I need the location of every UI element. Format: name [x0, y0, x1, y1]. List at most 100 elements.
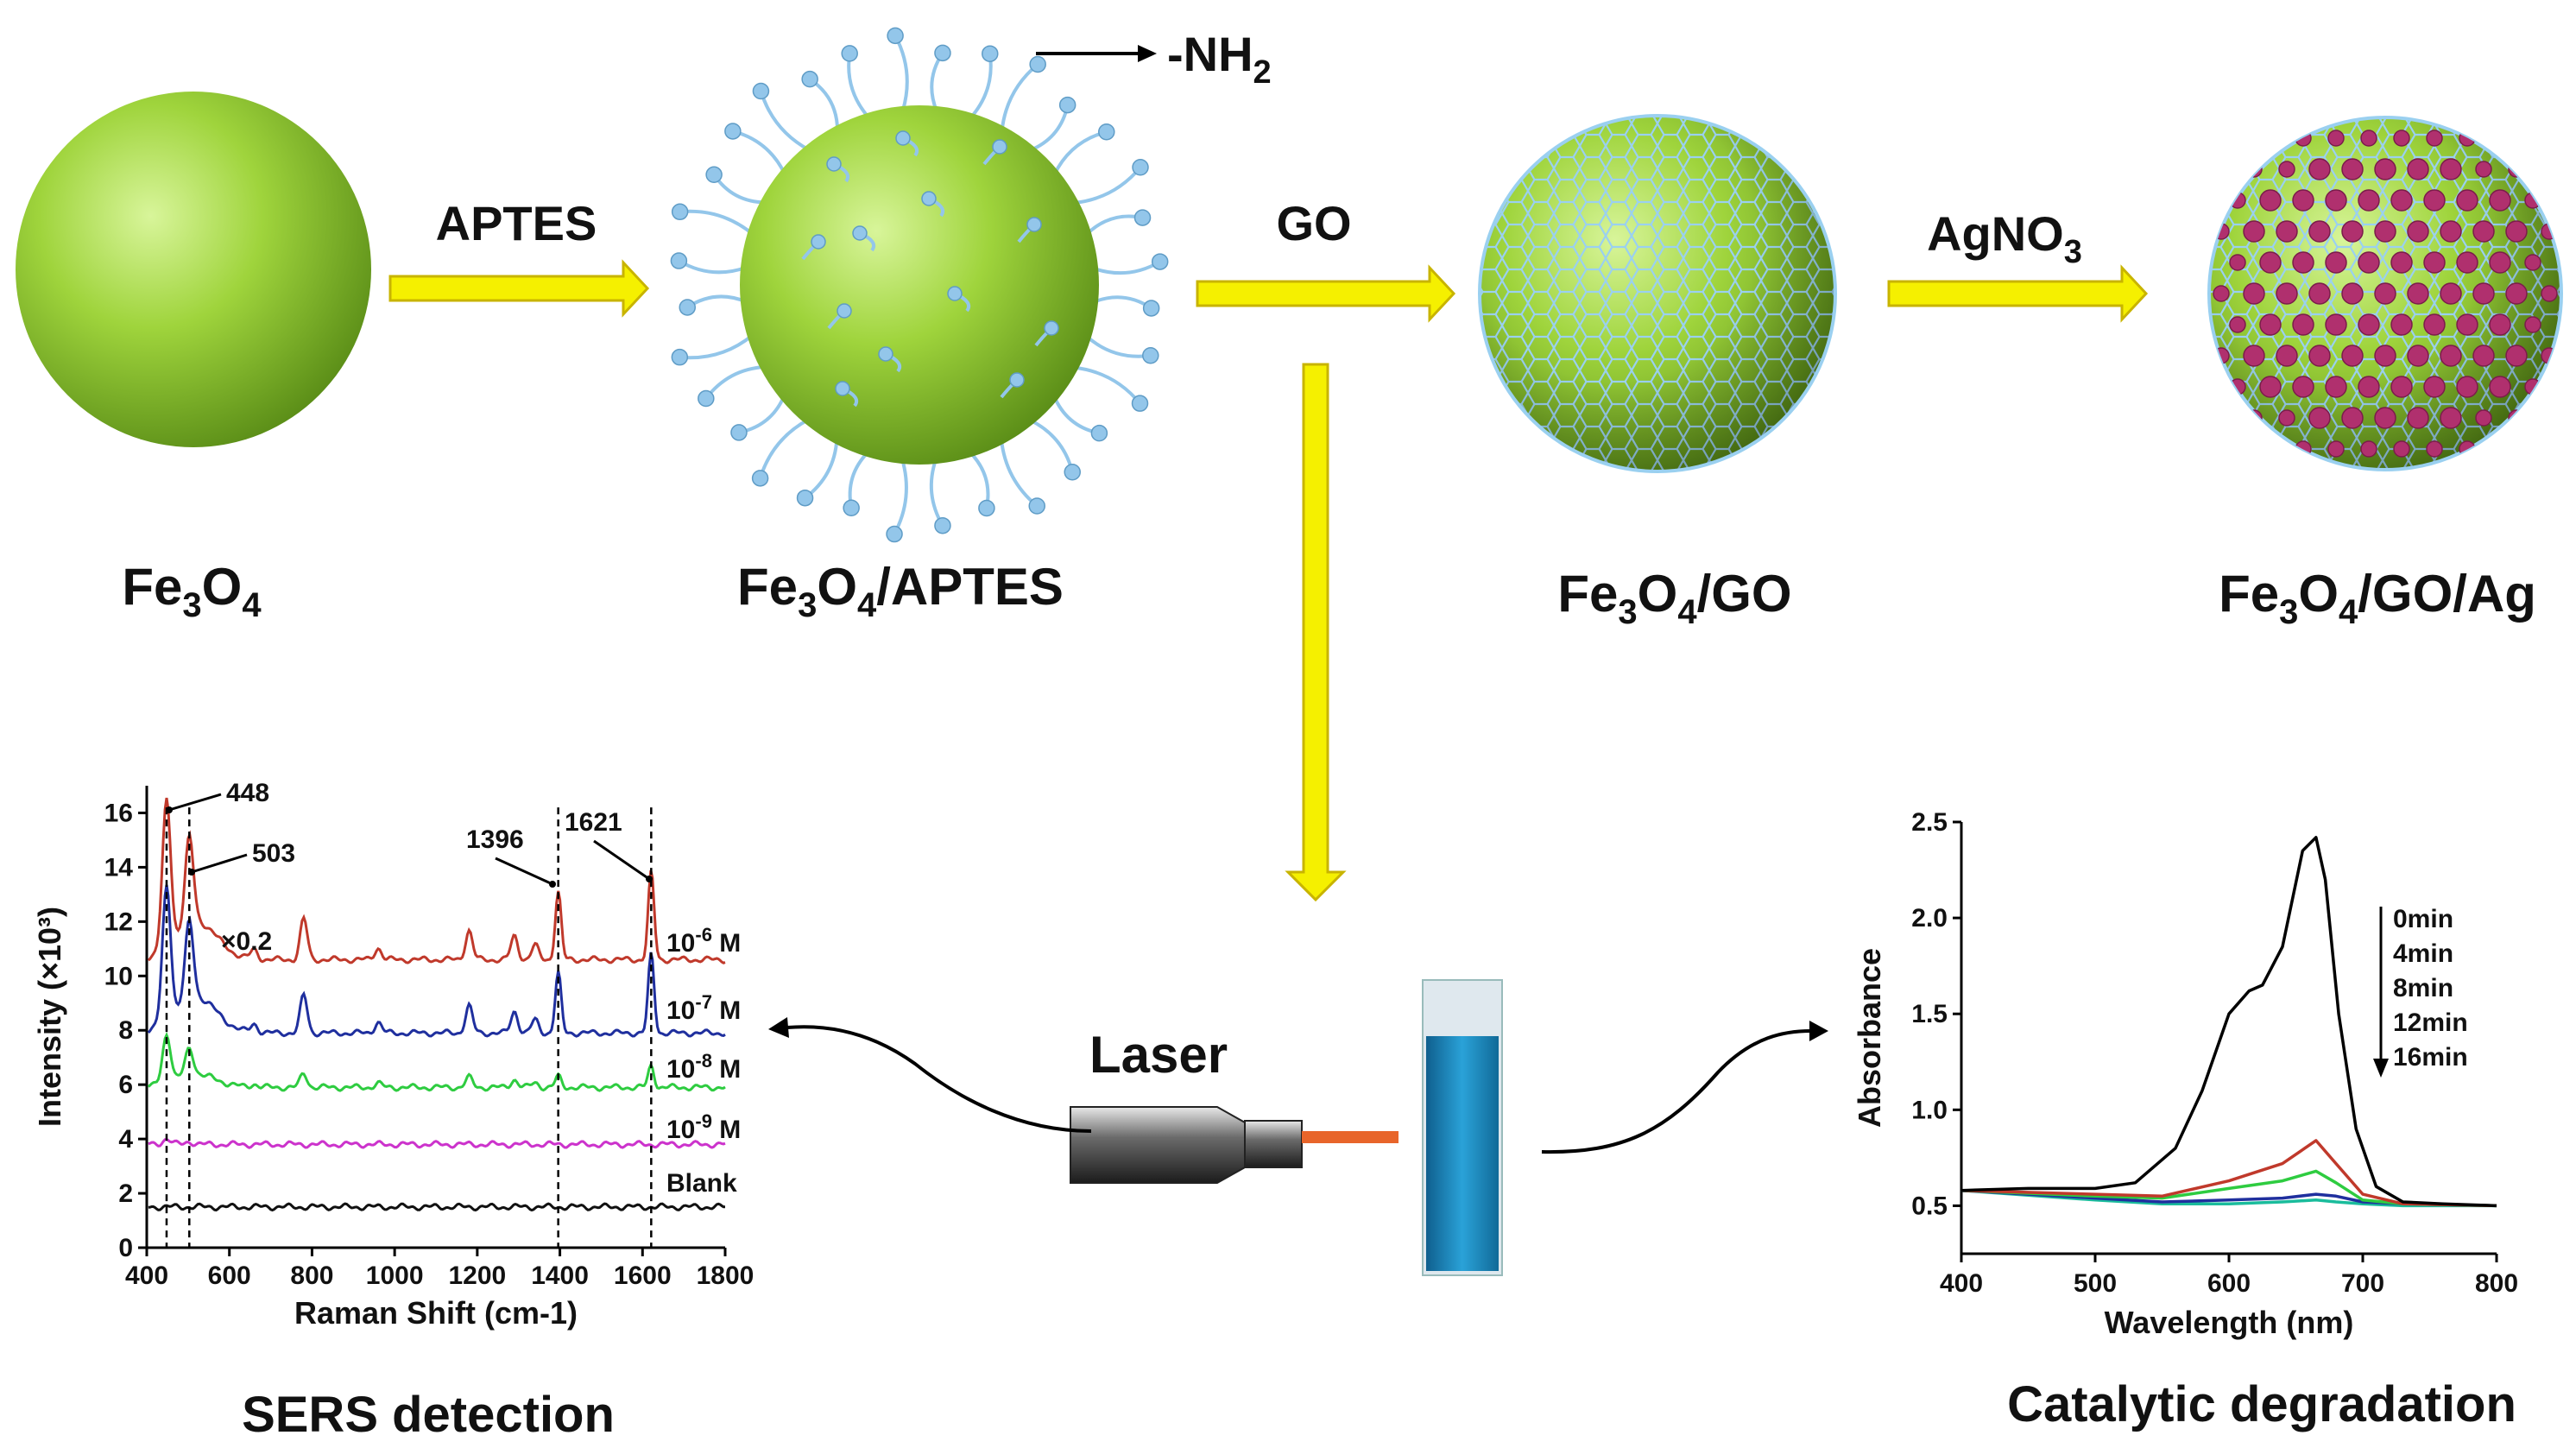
scale-note: ×0.2 — [221, 927, 272, 956]
fe3o4-go-sphere — [1478, 114, 1837, 473]
ligand-head — [705, 166, 723, 184]
x-tick-label: 1400 — [531, 1261, 589, 1290]
x-tick-label: 1800 — [697, 1261, 754, 1290]
ligand-head — [730, 424, 748, 441]
silver-nanoparticle — [2295, 440, 2312, 458]
ligand-head — [1064, 464, 1081, 481]
ligand-chain — [1085, 214, 1143, 237]
silver-nanoparticle — [2407, 345, 2429, 367]
ligand-head — [1142, 347, 1159, 364]
ligand-head — [1098, 123, 1115, 141]
silver-nanoparticle — [2456, 376, 2478, 398]
y-tick-label: 1.0 — [1911, 1096, 1948, 1124]
silver-nanoparticle — [2390, 189, 2413, 212]
silver-nanoparticle — [2440, 345, 2462, 367]
laser-label: Laser — [1089, 1026, 1228, 1084]
ligand-head — [852, 225, 868, 241]
ligand-head — [751, 470, 769, 487]
silver-nanoparticle — [2278, 409, 2295, 427]
silver-nanoparticle — [2440, 158, 2462, 180]
ligand-head — [947, 286, 963, 301]
ligand-head — [1132, 159, 1149, 176]
ligand-chain — [930, 52, 944, 112]
ligand-head — [671, 203, 689, 221]
aptes-ligands-front — [801, 130, 1059, 408]
silver-nanoparticle — [2213, 285, 2230, 302]
series-line — [1960, 1169, 2497, 1208]
silver-nanoparticle — [2459, 440, 2476, 458]
silver-nanoparticle — [2456, 189, 2478, 212]
silver-nanoparticle — [2374, 407, 2396, 429]
ligand-head — [1133, 209, 1152, 226]
ligand-chain — [1084, 334, 1152, 358]
y-tick-label: 16 — [104, 799, 133, 827]
series-line — [1960, 836, 2497, 1208]
fe3o4-sphere — [16, 92, 371, 447]
ligand-head — [826, 156, 842, 172]
legend-entry: 16min — [2393, 1043, 2468, 1072]
silver-nanoparticle — [2259, 376, 2282, 398]
caption-sers: SERS detection — [242, 1387, 615, 1443]
laser-nozzle — [1244, 1120, 1303, 1168]
ligand-head — [1142, 300, 1160, 317]
ligand-chain — [1052, 130, 1108, 176]
silver-nanoparticle — [2308, 158, 2331, 180]
ligand-chain — [686, 294, 747, 309]
silver-nanoparticle — [2407, 282, 2429, 305]
silver-nanoparticle — [2390, 376, 2413, 398]
series-label: Blank — [666, 1169, 737, 1198]
ligand-chain — [929, 458, 944, 527]
silver-nanoparticle — [2489, 251, 2511, 274]
x-tick-label: 600 — [2207, 1269, 2251, 1298]
ligand-chain — [1092, 295, 1152, 310]
silver-nanoparticle — [2341, 158, 2364, 180]
series-line — [148, 1202, 725, 1212]
silver-nanoparticle — [2475, 409, 2492, 427]
series-line — [147, 884, 726, 1038]
legend-entry: 4min — [2393, 939, 2453, 968]
label-fe3o4-aptes: Fe3O4/APTES — [737, 558, 1064, 624]
silver-nanoparticle — [2541, 285, 2558, 302]
silver-nanoparticle — [2292, 313, 2314, 336]
silver-nanoparticle — [2325, 189, 2347, 212]
peak-pointer — [191, 853, 248, 874]
silver-nanoparticle — [2358, 313, 2380, 336]
silver-nanoparticle — [2243, 220, 2265, 243]
ligand-chain — [1072, 365, 1142, 405]
x-tick-label: 500 — [2074, 1269, 2117, 1298]
silver-nanoparticle — [2278, 161, 2295, 178]
silver-nanoparticle — [2423, 251, 2446, 274]
silver-nanoparticle — [2276, 345, 2298, 367]
ligand-head — [841, 45, 858, 62]
silver-nanoparticle — [2292, 189, 2314, 212]
ligand-chain — [893, 458, 908, 535]
silver-nanoparticle — [2475, 161, 2492, 178]
x-tick-label: 1000 — [366, 1261, 424, 1290]
ligand-chain — [679, 333, 754, 360]
y-tick-label: 0.5 — [1911, 1192, 1948, 1220]
silver-nanoparticle — [2229, 316, 2246, 333]
series-label: 10-8 M — [666, 1050, 741, 1084]
silver-nanoparticle — [2393, 130, 2410, 147]
silver-nanoparticle — [2374, 282, 2396, 305]
silver-nanoparticle — [2489, 313, 2511, 336]
fe3o4-go-ag-sphere — [2207, 116, 2563, 471]
silver-nanoparticle — [2295, 130, 2312, 147]
legend-arrow-head — [2373, 1059, 2389, 1078]
silver-nanoparticle — [2407, 407, 2429, 429]
ligand-head — [671, 348, 689, 366]
ligand-chain — [1052, 395, 1100, 435]
ligand-head — [1090, 424, 1108, 442]
silver-nanoparticle — [2505, 220, 2528, 243]
x-tick-label: 800 — [290, 1261, 333, 1290]
flow-arrow-left-head — [768, 1017, 789, 1038]
peak-label: 1396 — [466, 825, 524, 854]
silver-nanoparticle — [2423, 189, 2446, 212]
series-label: 10-9 M — [666, 1110, 741, 1144]
ligand-chain — [848, 450, 870, 509]
legend-entry: 0min — [2393, 905, 2453, 933]
ligand-head — [752, 82, 770, 100]
ligand-chain — [999, 439, 1039, 508]
x-axis-label: Raman Shift (cm-1) — [294, 1295, 578, 1331]
